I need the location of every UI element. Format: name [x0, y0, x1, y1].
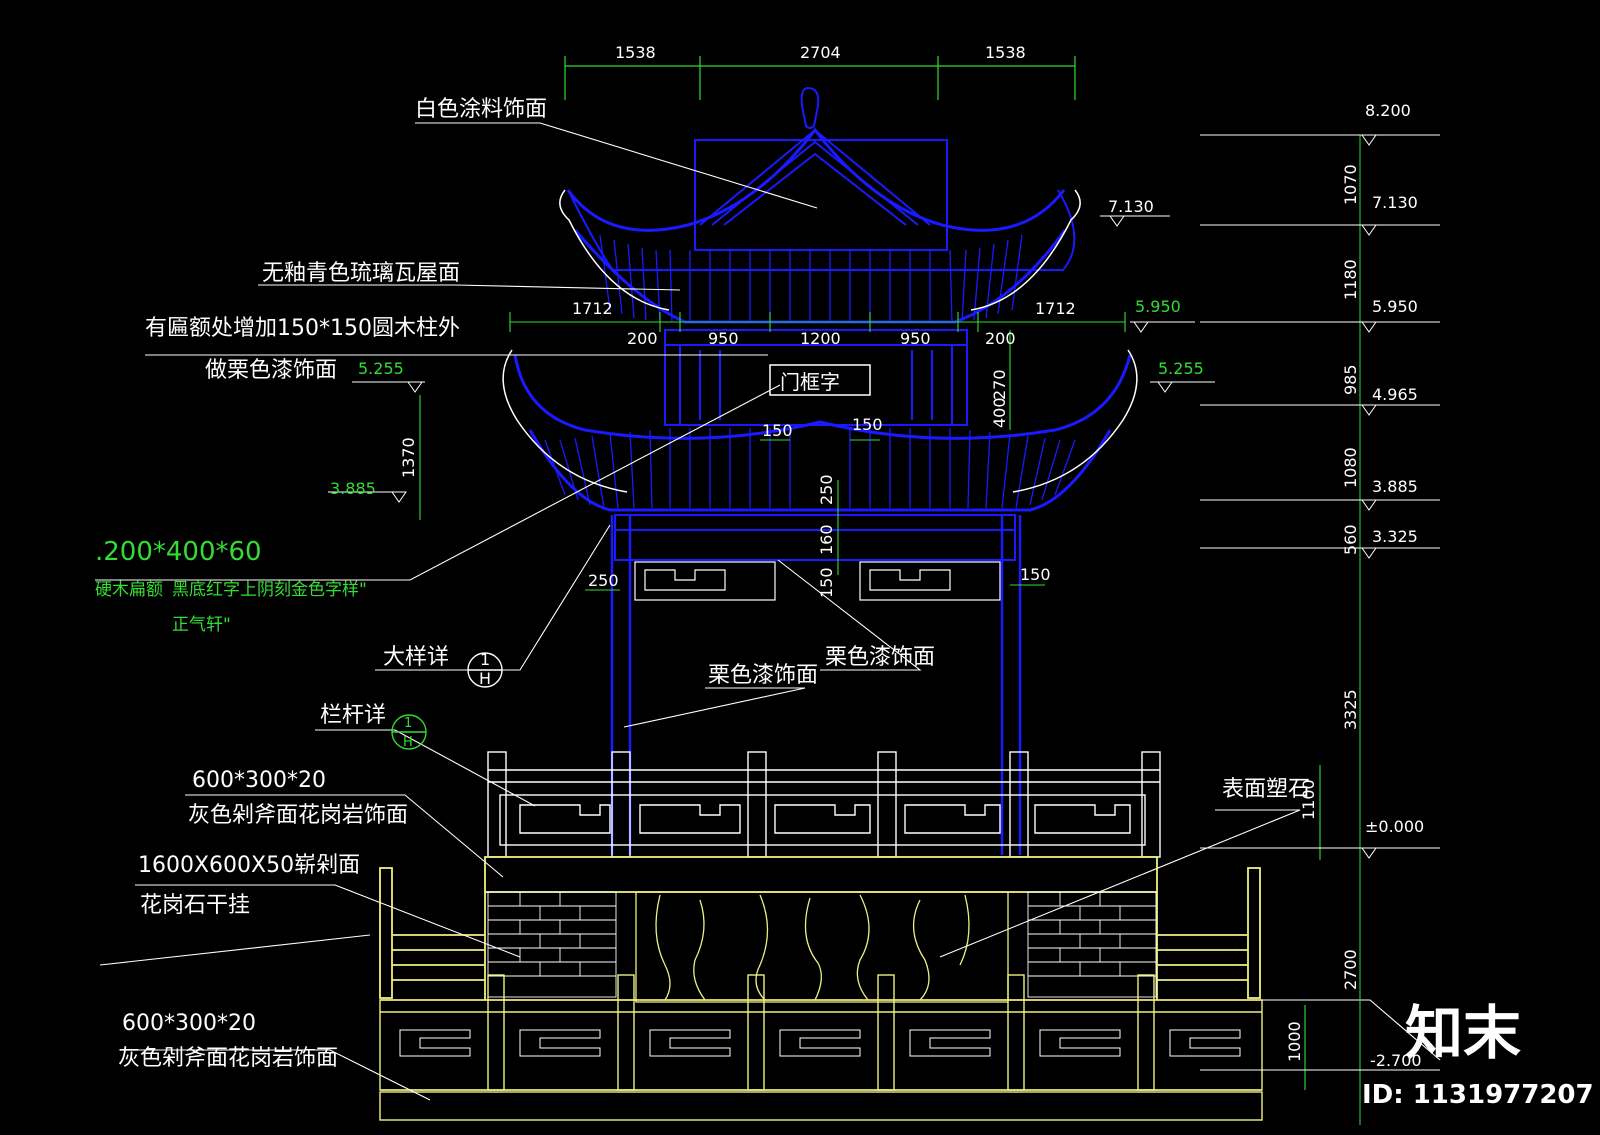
right-dim-1180: 1180 [1341, 259, 1360, 300]
upper-storey-wall [664, 329, 968, 426]
dim-250-horizontal: 250 [588, 571, 619, 590]
elev-right-3885: 3.885 [1372, 477, 1418, 496]
label-plaque-desc-1: 硬木扁额 [95, 580, 163, 600]
lower-balustrade [379, 974, 1263, 1121]
elev-right-zero: ±0.000 [1365, 817, 1424, 836]
top-dimension-line [564, 56, 1076, 100]
detail-callout-a [467, 652, 503, 688]
detail-callout-b [391, 714, 427, 750]
elev-left-3885: 3.885 [330, 479, 376, 498]
elev-mid-5255: 5.255 [1158, 359, 1204, 378]
dim-1712-left: 1712 [572, 299, 613, 318]
mid-dimension-lines [419, 312, 1321, 1090]
side-stair-rails [379, 867, 1261, 999]
upper-eave-curls [559, 189, 1081, 311]
elev-mid-5950: 5.950 [1135, 297, 1181, 316]
label-plaque-note-2: 做栗色漆饰面 [205, 358, 337, 383]
brick-wall-right [1027, 891, 1157, 998]
dim-150-b: 150 [852, 415, 883, 434]
dim-1370: 1370 [399, 437, 418, 478]
label-panel-desc: 花岗石干挂 [140, 893, 250, 918]
dim-1000: 1000 [1285, 1021, 1304, 1062]
lower-balustrade-fret [399, 1029, 1241, 1057]
dim-1200: 1200 [800, 329, 841, 348]
detail-a-number: 1 [480, 650, 490, 669]
detail-b-number: 1 [404, 716, 412, 731]
dim-270: 270 [990, 369, 1009, 400]
label-plaque-note-1: 有匾额处增加150*150圆木柱外 [145, 316, 460, 341]
right-dim-985: 985 [1341, 364, 1360, 395]
dim-1712-right: 1712 [1035, 299, 1076, 318]
rockwork-panel [635, 891, 1009, 1003]
top-dim-middle: 2704 [800, 43, 841, 62]
elev-right-4965: 4.965 [1372, 385, 1418, 404]
detail-a-sheet: H [479, 669, 491, 688]
watermark-id: ID: 1131977207 [1362, 1080, 1594, 1110]
label-chestnut-2: 栗色漆饰面 [825, 645, 935, 670]
lower-roof-tiles [544, 428, 1076, 509]
dim-150-a: 150 [762, 421, 793, 440]
leader-lines [95, 122, 1441, 1101]
elevation-markers [328, 134, 1440, 1125]
label-railing: 栏杆详 [320, 703, 386, 728]
top-dim-right: 1538 [985, 43, 1026, 62]
dim-950-right: 950 [900, 329, 931, 348]
elev-right-3325: 3.325 [1372, 527, 1418, 546]
label-granite-desc-1: 灰色剁斧面花岗岩饰面 [188, 803, 408, 828]
label-plaque-desc-2: 黑底红字上阴刻金色字样" [172, 580, 367, 600]
label-plaque-size: .200*400*60 [95, 537, 262, 567]
lower-eave-curls [502, 349, 1138, 493]
detail-b-sheet: H [403, 735, 413, 750]
lattice-frieze [634, 561, 1001, 601]
label-surface-rock: 表面塑石 [1222, 777, 1310, 802]
elev-right-8200: 8.200 [1365, 101, 1411, 120]
label-granite-size-1: 600*300*20 [192, 768, 326, 793]
watermark-logo: 知末 [1405, 999, 1521, 1067]
upper-balustrade [487, 751, 1161, 858]
elev-right-5950: 5.950 [1372, 297, 1418, 316]
elev-right-minus-2700: -2.700 [1370, 1051, 1422, 1070]
dim-150-vertical: 150 [817, 567, 836, 598]
elev-left-5255: 5.255 [358, 359, 404, 378]
dim-950-left: 950 [708, 329, 739, 348]
right-dim-560: 560 [1341, 524, 1360, 555]
roof-finial [800, 86, 820, 129]
dim-1100: 1100 [1299, 779, 1318, 820]
label-granite-size-2: 600*300*20 [122, 1011, 256, 1036]
right-dim-3325: 3325 [1341, 689, 1360, 730]
elev-right-7130: 7.130 [1372, 193, 1418, 212]
dim-250-vertical: 250 [817, 474, 836, 505]
dim-160: 160 [817, 524, 836, 555]
label-chestnut-1: 栗色漆饰面 [708, 663, 818, 688]
label-detail: 大样详 [383, 645, 449, 670]
upper-roof-tiles [599, 234, 1023, 323]
plaque-text: 门框字 [780, 370, 840, 394]
right-dim-2700: 2700 [1341, 949, 1360, 990]
label-plaque-desc-3: 正气轩" [172, 615, 231, 635]
dim-150-horizontal: 150 [1020, 565, 1051, 584]
label-panel-size: 1600X600X50崭剁面 [138, 853, 360, 878]
label-white-paint: 白色涂料饰面 [415, 97, 547, 122]
elev-mid-7130: 7.130 [1108, 197, 1154, 216]
label-granite-desc-2: 灰色剁斧面花岗岩饰面 [118, 1046, 338, 1071]
brick-wall-left [487, 891, 617, 998]
dim-200-left: 200 [627, 329, 658, 348]
right-dim-1070: 1070 [1341, 164, 1360, 205]
beam-frieze [614, 514, 1016, 561]
label-tile-roof: 无釉青色琉璃瓦屋面 [262, 261, 460, 286]
right-dim-1080: 1080 [1341, 447, 1360, 488]
name-plaque: 门框字 [769, 364, 871, 396]
dim-200-right: 200 [985, 329, 1016, 348]
top-dim-left: 1538 [615, 43, 656, 62]
dim-400: 400 [990, 397, 1009, 428]
